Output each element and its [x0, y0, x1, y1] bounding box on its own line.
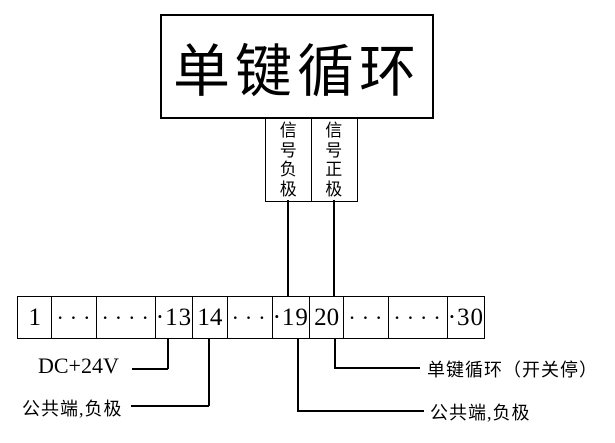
wire-terminal-20-leader [334, 367, 420, 369]
wire-terminal-14-leader [131, 405, 209, 407]
wire-terminal-13-leader [132, 368, 168, 370]
signal-negative-label: 信号负极 [279, 121, 297, 199]
terminal-cell-19: ·19 [271, 297, 309, 338]
label-onekey-cycle: 单键循环（开关停） [427, 360, 598, 380]
terminal-cell-30: ·30 [446, 297, 484, 338]
terminal-cell-dots: ··· [343, 297, 388, 338]
wire-terminal-13 [167, 339, 169, 369]
signal-negative-box: 信号负极 [265, 117, 312, 202]
signal-positive-label: 信号正极 [325, 121, 343, 199]
label-dc-power: DC+24V [38, 353, 119, 378]
terminal-cell-dots: ··· [51, 297, 96, 338]
device-label: 单键循环 [173, 40, 421, 104]
terminal-cell-13: ·13 [154, 297, 192, 338]
device-label-box: 单键循环 [160, 14, 434, 119]
label-common-negative-right: 公共端,负极 [430, 403, 531, 423]
terminal-strip: 1 ··· ···· ·13 14 ··· ·19 20 ··· ···· ·3… [17, 296, 485, 339]
signal-positive-box: 信号正极 [311, 117, 358, 202]
wire-terminal-14 [208, 339, 210, 406]
terminal-cell-1: 1 [28, 303, 41, 331]
wire-signal-negative [287, 200, 289, 296]
terminal-cell-dots: ···· [388, 297, 446, 338]
wire-terminal-19-leader [297, 410, 424, 412]
wire-terminal-19 [297, 339, 299, 412]
label-common-negative-left: 公共端,负极 [22, 399, 123, 419]
terminal-cell-dots: ···· [96, 297, 154, 338]
wire-signal-positive [333, 200, 335, 296]
terminal-cell-20: 20 [308, 297, 343, 338]
terminal-cell-14: 14 [192, 297, 226, 338]
wire-terminal-20 [334, 339, 336, 368]
terminal-cell-dots: ··· [226, 297, 272, 338]
